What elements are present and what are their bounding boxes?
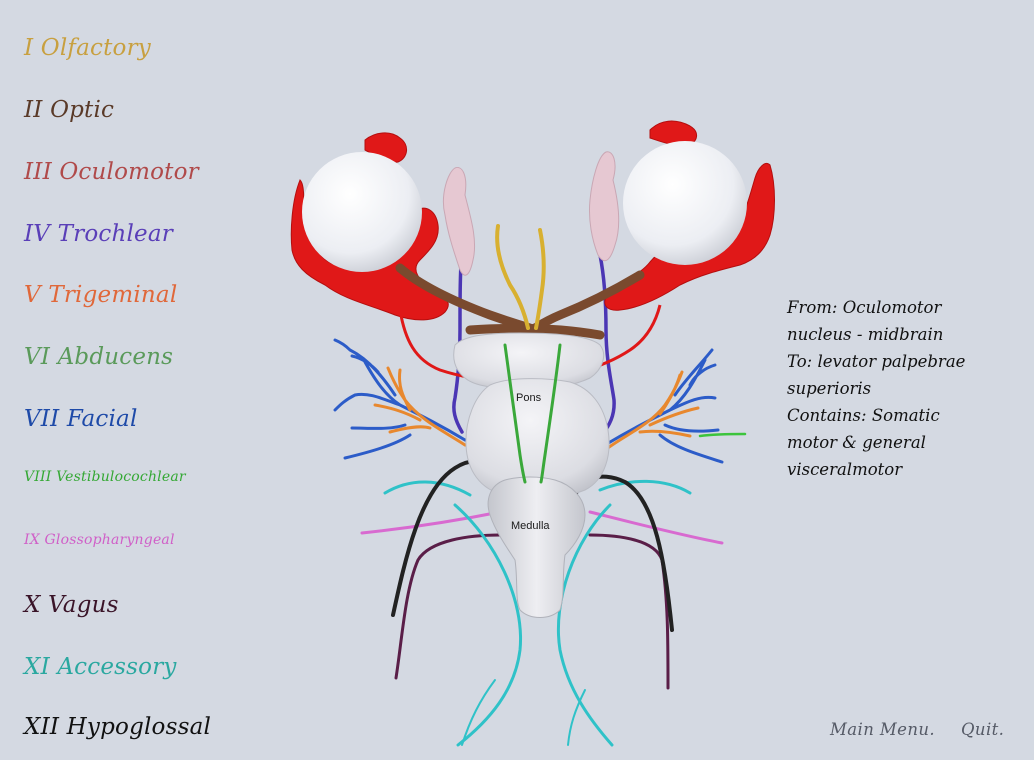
- nerve-item-abducens[interactable]: VI Abducens: [24, 344, 174, 370]
- nerve-item-olfactory[interactable]: I Olfactory: [24, 35, 151, 61]
- brain-model-illustration: Pons Medulla: [290, 120, 775, 747]
- accessory-nerve-right-lower: [556, 503, 614, 747]
- nerve-item-oculomotor[interactable]: III Oculomotor: [24, 159, 199, 185]
- nerve-item-trigeminal[interactable]: V Trigeminal: [24, 282, 178, 308]
- nerve-item-vagus[interactable]: X Vagus: [24, 592, 119, 618]
- pons-label: Pons: [516, 392, 542, 404]
- info-line: motor & general: [787, 433, 926, 452]
- accessory-nerve-right: [598, 479, 692, 495]
- medulla-label: Medulla: [511, 520, 550, 532]
- olfactory-nerve-right: [534, 228, 546, 330]
- lacrimal-gland-left: [442, 166, 476, 276]
- lacrimal-gland-right: [589, 151, 620, 262]
- midbrain: [453, 332, 605, 391]
- abducens-green-left: [503, 343, 527, 484]
- pons: [465, 378, 610, 499]
- info-line: To: levator palpebrae: [787, 352, 966, 371]
- nerve-item-vestibulocochlear[interactable]: VIII Vestibulocochlear: [24, 469, 186, 485]
- nerve-item-trochlear[interactable]: IV Trochlear: [24, 221, 173, 247]
- glossopharyngeal-nerve-left: [360, 510, 502, 535]
- nerve-item-facial[interactable]: VII Facial: [24, 406, 138, 432]
- nerve-item-hypoglossal[interactable]: XII Hypoglossal: [24, 714, 212, 740]
- nerve-item-optic[interactable]: II Optic: [24, 97, 115, 123]
- facial-nerve-left: [333, 338, 467, 460]
- eyeball-left: [302, 152, 422, 272]
- eyeball-right: [623, 141, 747, 265]
- main-menu-button[interactable]: Main Menu.: [830, 720, 936, 739]
- nerve-info-panel: From: Oculomotor nucleus - midbrain To: …: [787, 294, 1022, 483]
- info-line: Contains: Somatic: [787, 406, 940, 425]
- info-line: From: Oculomotor: [787, 298, 942, 317]
- nerve-menu: I Olfactory II Optic III Oculomotor IV T…: [24, 0, 264, 759]
- info-line: nucleus - midbrain: [787, 325, 944, 344]
- abducens-nerve-right: [598, 253, 616, 440]
- facial-nerve-right: [603, 348, 724, 464]
- trigeminal-nerve-right: [603, 370, 700, 452]
- accessory-nerve-left-lower: [453, 503, 523, 747]
- info-line: visceralmotor: [787, 460, 903, 479]
- trigeminal-nerve-left: [373, 366, 467, 447]
- quit-button[interactable]: Quit.: [961, 720, 1005, 739]
- medulla: [487, 476, 586, 618]
- accessory-nerve-left: [383, 480, 472, 497]
- vagus-nerve-left: [394, 533, 502, 680]
- brain-3d-viewport[interactable]: Pons Medulla: [280, 110, 780, 760]
- vestibulocochlear-nerve-right: [698, 432, 747, 438]
- info-line: superioris: [787, 379, 872, 398]
- abducens-green-right: [539, 343, 562, 484]
- nerve-item-accessory[interactable]: XI Accessory: [24, 654, 177, 680]
- vagus-nerve-right: [588, 533, 670, 690]
- olfactory-nerve-left: [495, 224, 530, 330]
- nerve-item-glossopharyngeal[interactable]: IX Glossopharyngeal: [24, 532, 175, 548]
